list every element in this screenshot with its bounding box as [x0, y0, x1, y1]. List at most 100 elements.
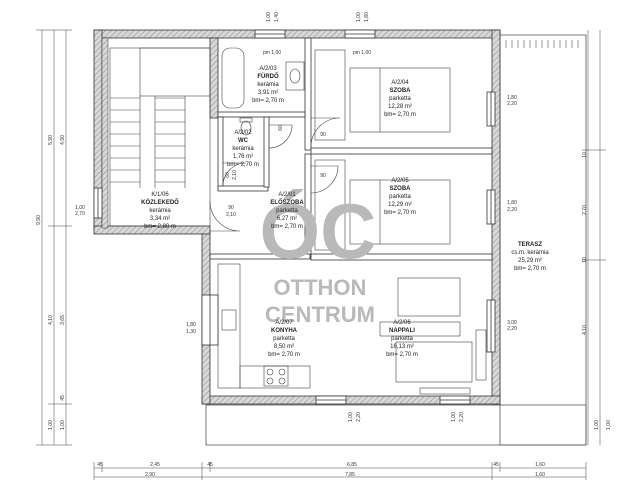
room-id: K/1/06 — [151, 192, 169, 198]
room-floor: parketta — [273, 336, 295, 342]
dim-label: 2,70 — [582, 205, 588, 215]
dim-label: 6,85 — [347, 462, 357, 468]
room-name: KONYHA — [271, 328, 298, 334]
dim-label: 60 — [225, 172, 231, 178]
room-floor: parketta — [276, 208, 298, 214]
room-label-hall: A/2/01 ELŐSZOBA parketta 6,27 m² bm= 2,7… — [270, 192, 304, 230]
dim-label: 3,00 — [507, 320, 517, 326]
dim-label: pm 1,00 — [353, 50, 371, 56]
dim-label: 2,20 — [507, 326, 517, 332]
room-area: 1,76 m² — [233, 154, 253, 160]
dim-label: 2,45 — [150, 462, 160, 468]
room-floor: kerámia — [232, 146, 254, 152]
dim-label: 90 — [320, 173, 326, 179]
room-area: 16,13 m² — [390, 344, 414, 350]
dim-label: 4,10 — [582, 325, 588, 335]
dim-label: 1,00 — [348, 412, 354, 422]
room-name: TERASZ — [518, 242, 542, 248]
room-area: 3,34 m² — [150, 216, 170, 222]
dim-label: 1,80 — [507, 95, 517, 101]
room-height: bm= 2,70 m — [386, 352, 418, 358]
dim-label: 2,10 — [226, 212, 236, 218]
room-label-bedroom2: A/2/05 SZOBA parketta 12,29 m² bm= 2,70 … — [384, 178, 416, 216]
room-id: A/2/04 — [391, 80, 409, 86]
beds — [314, 49, 451, 251]
room-id: A/2/06 — [393, 320, 411, 326]
dim-label: 1,00 — [451, 412, 457, 422]
room-label-terrace: TERASZ cs.m. kerámia 25,29 m² bm= 2,70 m — [511, 242, 549, 272]
terrace — [205, 34, 587, 446]
room-height: bm= 2,70 m — [227, 162, 259, 168]
room-label-kitchen: A/2/07 KONYHA parketta 8,50 m² bm= 2,70 … — [268, 320, 300, 358]
room-floor: kerámia — [257, 82, 279, 88]
interior-walls — [209, 37, 493, 261]
dim-label: 45 — [493, 462, 499, 468]
dim-label: 10 — [582, 152, 588, 158]
room-id: A/2/02 — [234, 130, 252, 136]
room-height: bm= 2,70 m — [384, 112, 416, 118]
dim-label: 1,00 — [356, 12, 362, 22]
dim-label: 2,20 — [507, 101, 517, 107]
left-dimension-lines: 9,90 5,90 4,90 4,10 3,65 45 1,00 1,00 — [36, 29, 72, 446]
dim-label: 1,60 — [535, 472, 545, 478]
room-area: 12,29 m² — [388, 202, 412, 208]
dim-label: 7,85 — [345, 472, 355, 478]
room-name: WC — [238, 138, 249, 144]
room-height: bm= 2,70 m — [252, 98, 284, 104]
dim-label: 45 — [97, 462, 103, 468]
dim-label: 1,00 — [266, 12, 272, 22]
room-height: bm= 2,80 m — [144, 224, 176, 230]
dim-label: 1,60 — [535, 462, 545, 468]
room-height: bm= 2,70 m — [514, 266, 546, 272]
dim-label: 90 — [228, 205, 234, 211]
dim-label: 10 — [582, 257, 588, 263]
dim-label: 90 — [320, 132, 326, 138]
room-id: A/2/03 — [259, 66, 277, 72]
dim-label: 1,00 — [48, 420, 54, 430]
room-area: 6,27 m² — [277, 216, 297, 222]
room-name: SZOBA — [390, 186, 412, 192]
right-dimension-lines: 10 2,70 10 4,10 1,00 1,00 — [582, 30, 612, 445]
dim-label: 2,20 — [356, 412, 362, 422]
terrace-railing — [505, 40, 579, 48]
room-height: bm= 2,70 m — [384, 210, 416, 216]
room-floor: kerámia — [149, 208, 171, 214]
room-floor: parketta — [389, 96, 411, 102]
opening-dimensions: 1,00 1,40 1,00 1,80 pm 1,00 pm 1,00 1,80… — [75, 12, 517, 422]
dim-label: 45 — [60, 395, 66, 401]
kitchen-fixtures — [217, 263, 311, 389]
room-label-wc: A/2/02 WC kerámia 1,76 m² bm= 2,70 m — [227, 130, 259, 168]
staircase — [109, 47, 211, 227]
dim-label: 2,10 — [232, 170, 238, 180]
bathroom-fixtures — [221, 47, 305, 136]
room-floor: parketta — [389, 194, 411, 200]
watermark-line1: OTTHON — [274, 275, 367, 300]
dim-label: 2,70 — [75, 211, 85, 217]
room-area: 12,28 m² — [388, 104, 412, 110]
room-label-bedroom1: A/2/04 SZOBA parketta 12,28 m² bm= 2,70 … — [384, 80, 416, 118]
room-name: NAPPALI — [389, 328, 415, 334]
room-id: A/2/05 — [391, 178, 409, 184]
dim-label: 4,90 — [60, 135, 66, 145]
living-furniture — [379, 277, 487, 395]
room-id: A/2/01 — [278, 192, 296, 198]
dim-label: 9,90 — [36, 215, 42, 225]
dim-label: 1,00 — [75, 205, 85, 211]
dim-label: 4,10 — [48, 315, 54, 325]
dim-label: 2,20 — [507, 207, 517, 213]
dim-label: 60 — [278, 125, 284, 131]
room-height: bm= 2,70 m — [268, 352, 300, 358]
room-id: A/2/07 — [275, 320, 293, 326]
room-name: FÜRDŐ — [257, 73, 279, 80]
dim-label: 1,00 — [60, 420, 66, 430]
dim-label: pm 1,00 — [263, 50, 281, 56]
otthon-centrum-watermark: ÓC OTTHON CENTRUM — [260, 187, 377, 327]
dim-label: 1,80 — [364, 12, 370, 22]
windows — [93, 29, 496, 405]
room-area: 3,91 m² — [258, 90, 278, 96]
room-area: 25,29 m² — [518, 258, 542, 264]
dim-label: 1,00 — [594, 420, 600, 430]
dim-label: 1,80 — [186, 322, 196, 328]
room-label-living: A/2/06 NAPPALI parketta 16,13 m² bm= 2,7… — [386, 320, 418, 358]
